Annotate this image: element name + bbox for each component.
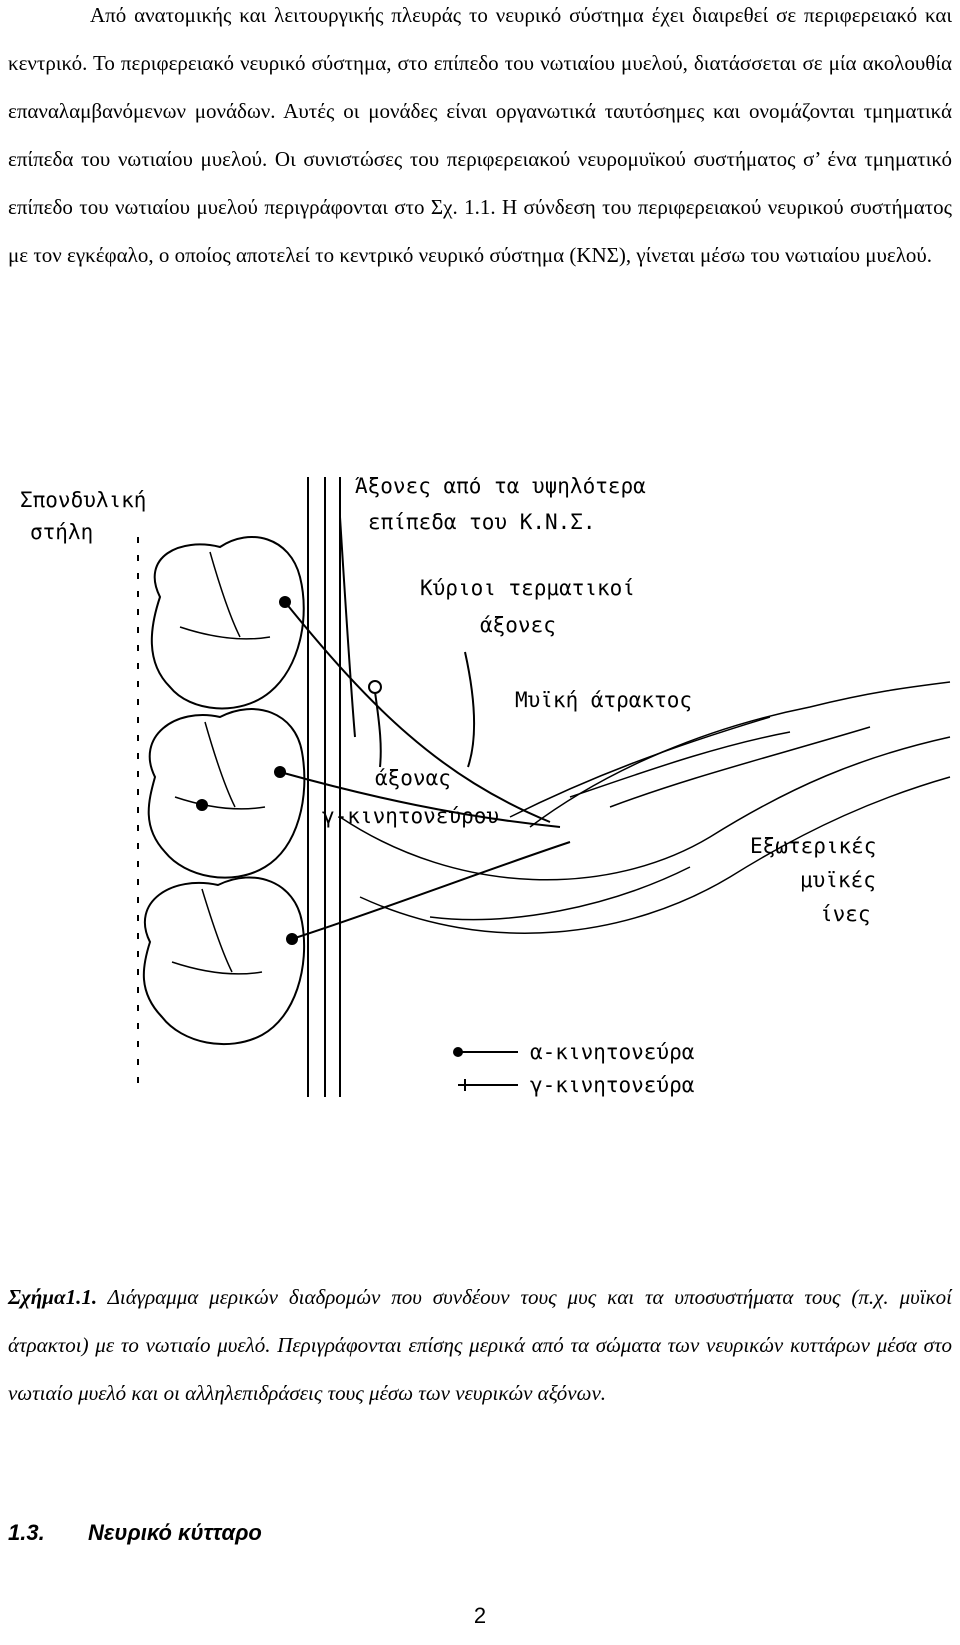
- caption-text: Διάγραμμα μερικών διαδρομών που συνδέουν…: [8, 1285, 952, 1405]
- body-paragraph: Από ανατομικής και λειτουργικής πλευράς …: [8, 0, 952, 279]
- cord-inner-detail: [171, 551, 271, 975]
- label-extrafusal-1: Εξωτερικές: [750, 834, 876, 858]
- label-spine-1: Σπονδυλική: [20, 488, 146, 512]
- label-spine-2: στήλη: [30, 520, 93, 544]
- label-extrafusal-3: ίνες: [820, 902, 871, 926]
- spindle-receptor-icon: [368, 680, 382, 694]
- section-heading: 1.3. Νευρικό κύτταρο: [8, 1520, 262, 1546]
- spinal-cord-diagram: Σπονδυλική στήλη Άξονες από τα υψηλότερα…: [20, 477, 951, 1097]
- label-gamma-axon-1: άξονας: [375, 766, 451, 790]
- legend: α-κινητονεύρα γ-κινητονεύρα: [453, 1040, 695, 1097]
- section-title: Νευρικό κύτταρο: [88, 1520, 262, 1545]
- nerve-fibers: [279, 516, 571, 940]
- page-number: 2: [473, 1603, 487, 1628]
- legend-gamma-label: γ-κινητονεύρα: [530, 1073, 695, 1097]
- label-spindle: Μυϊκή άτρακτος: [515, 688, 692, 712]
- label-gamma-axon-2: γ-κινητονεύρου: [322, 804, 499, 828]
- label-primary-1: Κύριοι τερματικοί: [420, 576, 635, 600]
- body-text: Από ανατομικής και λειτουργικής πλευράς …: [8, 3, 952, 267]
- label-axons-2: επίπεδα του Κ.Ν.Σ.: [368, 510, 596, 534]
- label-primary-2: άξονες: [480, 613, 556, 637]
- cord-segments: [142, 536, 306, 1046]
- label-axons-1: Άξονες από τα υψηλότερα: [355, 477, 646, 498]
- caption-label: Σχήμα1.1.: [8, 1285, 98, 1309]
- legend-alpha-label: α-κινητονεύρα: [530, 1040, 695, 1064]
- figure-caption: Σχήμα1.1. Διάγραμμα μερικών διαδρομών πο…: [8, 1273, 952, 1417]
- label-extrafusal-2: μυϊκές: [800, 868, 876, 892]
- muscle-fibers: [339, 681, 951, 934]
- section-number: 1.3.: [8, 1520, 45, 1545]
